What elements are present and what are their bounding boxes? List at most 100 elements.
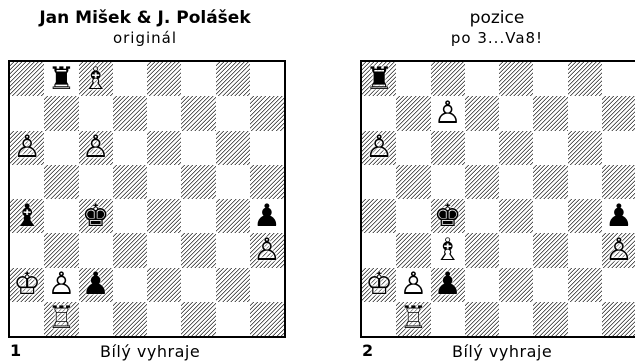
square-f5 <box>533 165 567 199</box>
square-h2 <box>250 268 284 302</box>
white-pawn-icon: ♙ <box>10 131 44 165</box>
white-pawn-icon: ♙ <box>79 131 113 165</box>
square-f5 <box>181 165 215 199</box>
square-c8 <box>431 62 465 96</box>
square-e8 <box>147 62 181 96</box>
square-d7 <box>465 96 499 130</box>
square-g1 <box>568 302 602 336</box>
white-pawn-icon: ♙ <box>250 233 284 267</box>
square-f7 <box>181 96 215 130</box>
white-bishop-icon: ♗ <box>431 233 465 267</box>
square-f1 <box>533 302 567 336</box>
square-g8 <box>568 62 602 96</box>
square-g6 <box>568 131 602 165</box>
square-g4 <box>568 199 602 233</box>
square-e2 <box>499 268 533 302</box>
square-g3 <box>568 233 602 267</box>
square-f7 <box>533 96 567 130</box>
white-rook-icon: ♖ <box>44 302 78 336</box>
black-bishop-icon: ♝ <box>10 199 44 233</box>
square-c4: ♚ <box>79 199 113 233</box>
square-h2 <box>602 268 635 302</box>
square-a4: ♝ <box>10 199 44 233</box>
square-e4 <box>147 199 181 233</box>
square-d2 <box>465 268 499 302</box>
square-f6 <box>533 131 567 165</box>
square-d4 <box>113 199 147 233</box>
square-g7 <box>568 96 602 130</box>
square-g6 <box>216 131 250 165</box>
square-h5 <box>602 165 635 199</box>
square-d8 <box>113 62 147 96</box>
square-d7 <box>113 96 147 130</box>
square-e3 <box>147 233 181 267</box>
square-h3: ♙ <box>602 233 635 267</box>
square-c5 <box>79 165 113 199</box>
square-c2: ♟ <box>431 268 465 302</box>
square-b6 <box>396 131 430 165</box>
square-a6: ♙ <box>362 131 396 165</box>
diagram-result: Bílý vyhraje <box>100 342 200 362</box>
square-d3 <box>113 233 147 267</box>
square-c4: ♚ <box>431 199 465 233</box>
square-f8 <box>533 62 567 96</box>
square-c1 <box>431 302 465 336</box>
square-e1 <box>499 302 533 336</box>
square-a4 <box>362 199 396 233</box>
diagram-title: pozice <box>352 8 635 28</box>
square-a3 <box>362 233 396 267</box>
black-king-icon: ♚ <box>79 199 113 233</box>
square-d3 <box>465 233 499 267</box>
square-g3 <box>216 233 250 267</box>
square-b4 <box>44 199 78 233</box>
square-a2: ♔ <box>362 268 396 302</box>
square-f1 <box>181 302 215 336</box>
square-b8: ♜ <box>44 62 78 96</box>
square-e6 <box>499 131 533 165</box>
square-c3: ♗ <box>431 233 465 267</box>
square-e4 <box>499 199 533 233</box>
square-h5 <box>250 165 284 199</box>
white-pawn-icon: ♙ <box>362 131 396 165</box>
square-d2 <box>113 268 147 302</box>
square-c8: ♗ <box>79 62 113 96</box>
square-h7 <box>602 96 635 130</box>
diagram-subtitle: po 3...Va8! <box>352 29 635 47</box>
square-b2: ♙ <box>44 268 78 302</box>
square-h6 <box>250 131 284 165</box>
white-pawn-icon: ♙ <box>396 268 430 302</box>
square-a8 <box>10 62 44 96</box>
square-e3 <box>499 233 533 267</box>
diagram-result: Bílý vyhraje <box>452 342 552 362</box>
square-g5 <box>568 165 602 199</box>
square-h7 <box>250 96 284 130</box>
square-d6 <box>113 131 147 165</box>
chess-board: ♜♗♙♙♝♚♟♙♔♙♟♖ <box>8 60 286 338</box>
square-f2 <box>181 268 215 302</box>
black-pawn-icon: ♟ <box>250 199 284 233</box>
square-b3 <box>396 233 430 267</box>
diagram-number: 2 <box>362 341 373 361</box>
square-g5 <box>216 165 250 199</box>
square-d4 <box>465 199 499 233</box>
square-b5 <box>396 165 430 199</box>
square-g8 <box>216 62 250 96</box>
square-b1: ♖ <box>44 302 78 336</box>
square-f3 <box>533 233 567 267</box>
black-rook-icon: ♜ <box>44 62 78 96</box>
diagram-panel-1: Jan Mišek & J. Polášek originál ♜♗♙♙♝♚♟♙… <box>0 0 290 362</box>
diagram-number: 1 <box>10 341 21 361</box>
square-g2 <box>216 268 250 302</box>
square-c1 <box>79 302 113 336</box>
diagram-subtitle: originál <box>0 29 290 47</box>
white-bishop-icon: ♗ <box>79 62 113 96</box>
square-a5 <box>10 165 44 199</box>
square-d8 <box>465 62 499 96</box>
square-h1 <box>602 302 635 336</box>
black-pawn-icon: ♟ <box>602 199 635 233</box>
square-g2 <box>568 268 602 302</box>
black-pawn-icon: ♟ <box>431 268 465 302</box>
square-b1: ♖ <box>396 302 430 336</box>
square-c5 <box>431 165 465 199</box>
square-e7 <box>499 96 533 130</box>
